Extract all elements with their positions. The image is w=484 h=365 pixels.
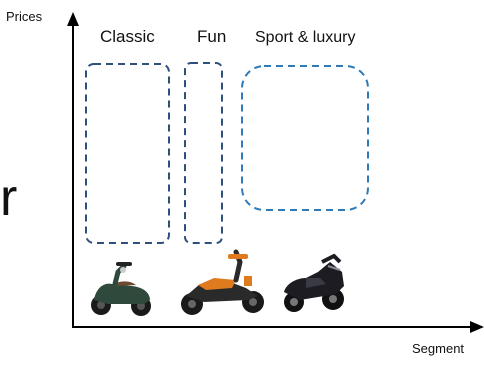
fun-scooter-icon — [181, 249, 264, 315]
x-axis-arrowhead — [470, 321, 484, 333]
segment-box-classic — [85, 63, 170, 244]
x-axis-label: Segment — [412, 341, 465, 356]
segment-label-classic: Classic — [100, 27, 155, 46]
y-axis-label: Prices — [6, 9, 43, 24]
y-axis-arrowhead — [67, 12, 79, 26]
sport-scooter-icon — [284, 253, 344, 312]
cropped-text-fragment: r — [0, 169, 18, 227]
segment-label-fun: Fun — [197, 27, 227, 46]
segment-box-sport-luxury — [241, 65, 369, 211]
segment-label-sport-luxury: Sport & luxury — [255, 29, 356, 46]
segment-box-fun — [184, 62, 223, 244]
classic-scooter-icon — [91, 262, 151, 316]
